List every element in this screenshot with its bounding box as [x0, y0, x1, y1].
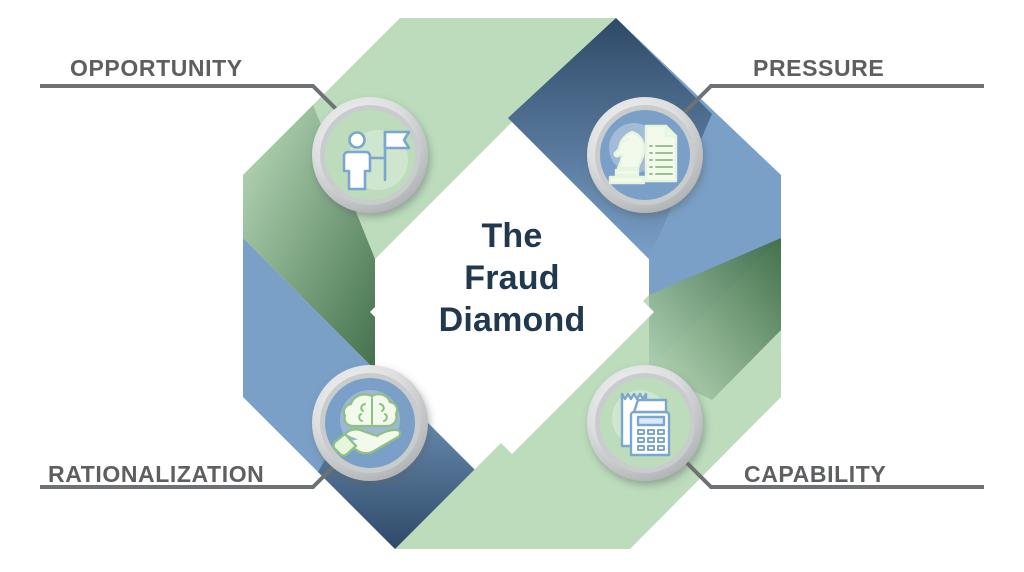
receipt-calculator-icon [620, 392, 671, 457]
person-with-flag-icon [342, 130, 411, 191]
band-capability-shape [395, 238, 781, 549]
connector-pressure [673, 84, 984, 124]
band-capability-shadow [649, 238, 781, 400]
label-rationalization[interactable]: RATIONALIZATION [48, 461, 265, 487]
hand-holding-brain-icon [332, 393, 402, 457]
label-capability[interactable]: CAPABILITY [744, 461, 887, 487]
band-opportunity-shadow [243, 105, 375, 370]
band-capability[interactable] [395, 238, 781, 549]
label-pressure[interactable]: PRESSURE [753, 55, 885, 81]
label-opportunity[interactable]: OPPORTUNITY [70, 55, 243, 81]
center-title-line-1: The [481, 217, 543, 255]
chess-knight-and-checklist-icon [608, 124, 678, 185]
center-title-line-2: Fraud [464, 259, 560, 297]
center-title-line-3: Diamond [438, 301, 586, 339]
center-title: The Fraud Diamond [392, 215, 632, 341]
connector-capability [674, 450, 984, 489]
center-diamond-panel [370, 170, 654, 454]
